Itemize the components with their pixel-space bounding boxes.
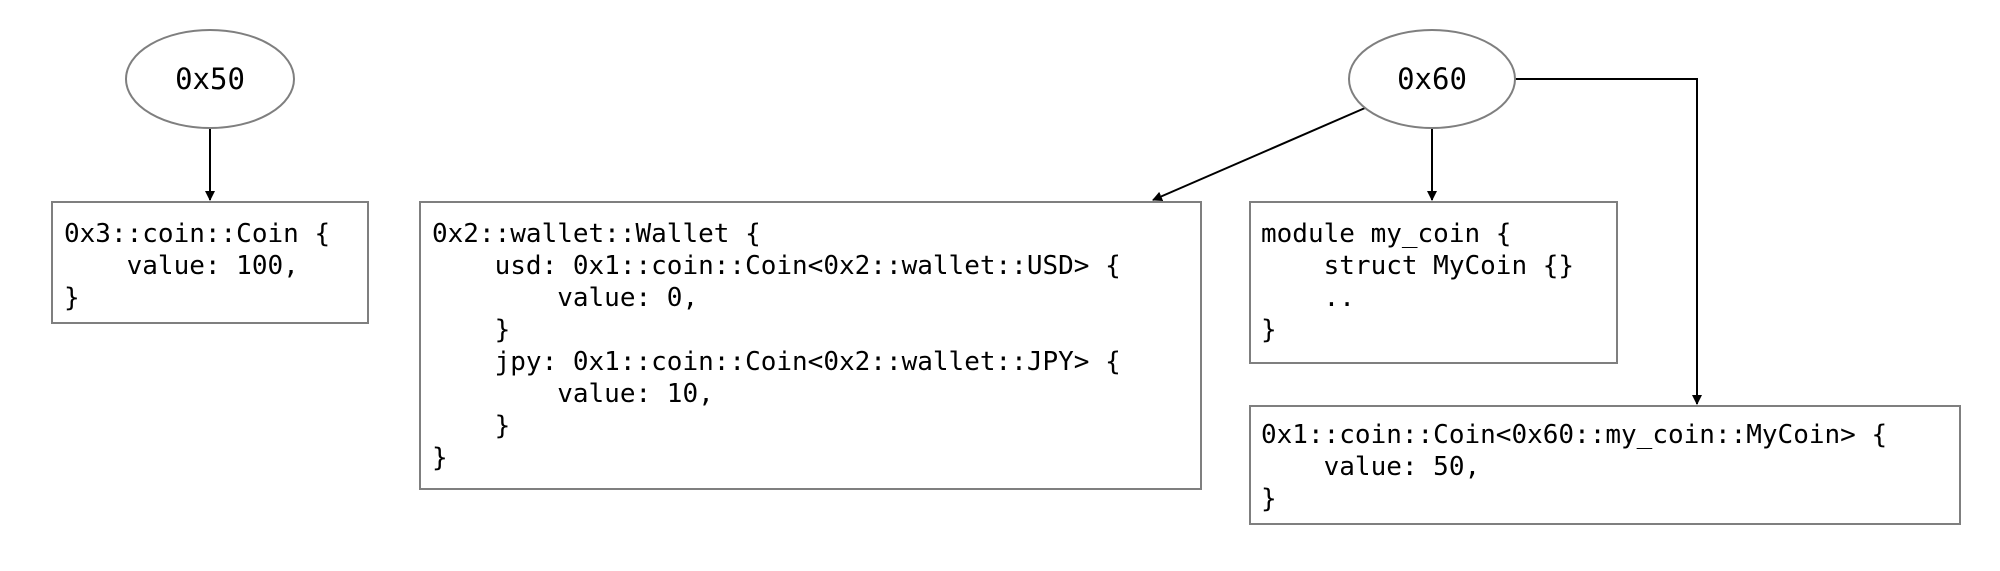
code-line: }: [432, 411, 510, 441]
code-line: struct MyCoin {}: [1261, 251, 1574, 281]
code-line: module my_coin {: [1261, 219, 1511, 249]
edge-0x60-to-wallet: [1152, 107, 1366, 202]
resource-box-mycoin: 0x1::coin::Coin<0x60::my_coin::MyCoin> {…: [1249, 405, 1961, 525]
code-line: ..: [1261, 283, 1355, 313]
address-label-0x60: 0x60: [1397, 62, 1467, 96]
code-line: usd: 0x1::coin::Coin<0x2::wallet::USD> {: [432, 251, 1121, 281]
code-line: }: [1261, 484, 1277, 514]
code-block-wallet: 0x2::wallet::Wallet { usd: 0x1::coin::Co…: [432, 219, 1121, 473]
edge-0x60-to-mycoin: [1513, 78, 1702, 405]
code-line: value: 0,: [432, 283, 698, 313]
code-line: }: [432, 315, 510, 345]
code-line: }: [1261, 315, 1277, 345]
code-line: value: 10,: [432, 379, 714, 409]
code-line: 0x2::wallet::Wallet {: [432, 219, 761, 249]
address-node-0x60: 0x60: [1348, 29, 1516, 129]
resource-box-coin-0x3: 0x3::coin::Coin { value: 100, }: [0, 0, 440, 324]
code-block-mycoin: 0x1::coin::Coin<0x60::my_coin::MyCoin> {…: [1261, 420, 1887, 514]
code-line: value: 50,: [1261, 452, 1480, 482]
code-line: 0x1::coin::Coin<0x60::my_coin::MyCoin> {: [1261, 420, 1887, 450]
code-line: jpy: 0x1::coin::Coin<0x2::wallet::JPY> {: [432, 347, 1121, 377]
resource-box-wallet: 0x2::wallet::Wallet { usd: 0x1::coin::Co…: [419, 201, 1202, 490]
address-label-0x50: 0x50: [175, 62, 245, 96]
code-line: }: [432, 443, 448, 473]
code-line: 0x3::coin::Coin {: [64, 219, 330, 249]
code-block-coin-0x3: 0x3::coin::Coin { value: 100, }: [0, 0, 440, 313]
code-block-module: module my_coin { struct MyCoin {} .. }: [1261, 219, 1574, 345]
address-node-0x50: 0x50: [125, 29, 295, 129]
code-line: }: [64, 283, 80, 313]
code-line: value: 100,: [64, 251, 299, 281]
module-box-my-coin: module my_coin { struct MyCoin {} .. }: [1249, 201, 1618, 364]
